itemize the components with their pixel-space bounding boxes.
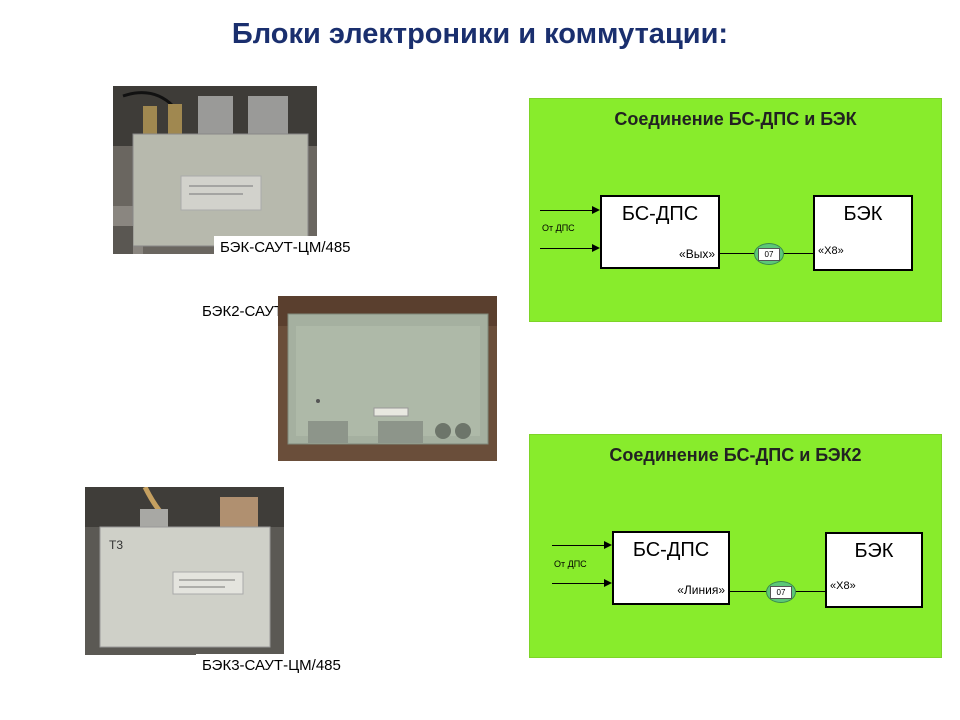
connector-07: 07 [754, 243, 784, 265]
bek3-unit-image: Т3 [85, 487, 284, 655]
source-label: От ДПС [554, 559, 587, 569]
caption-bek3: БЭК3-САУТ-ЦМ/485 [196, 654, 347, 678]
unit-marking: Т3 [109, 538, 123, 552]
bs-dps-port: «Линия» [677, 583, 725, 597]
photo-bek2 [278, 296, 497, 461]
input-line-2 [552, 583, 608, 584]
connector-label: 07 [770, 586, 792, 599]
bek-port: «X8» [818, 245, 844, 257]
bek-box: БЭК «X8» [825, 532, 923, 608]
caption-bek: БЭК-САУТ-ЦМ/485 [214, 236, 357, 260]
bek-box: БЭК «X8» [813, 195, 913, 271]
panel-title: Соединение БС-ДПС и БЭК2 [609, 445, 862, 465]
input-arrow-1-icon [592, 206, 600, 214]
bek-port: «X8» [830, 580, 856, 592]
photo-bek3: Т3 [85, 487, 284, 655]
input-arrow-1-icon [604, 541, 612, 549]
bs-dps-port: «Вых» [679, 247, 715, 261]
connector-07: 07 [766, 581, 796, 603]
bek-title: БЭК [843, 203, 883, 225]
source-label: От ДПС [542, 223, 575, 233]
bek-unit-image [113, 86, 317, 254]
connection-panel-bek2: Соединение БС-ДПС и БЭК2 От ДПС БС-ДПС «… [529, 434, 942, 658]
input-line-1 [540, 210, 596, 211]
input-arrow-2-icon [604, 579, 612, 587]
connector-label: 07 [758, 248, 780, 261]
page-title: Блоки электроники и коммутации: [231, 18, 729, 50]
bek-title: БЭК [854, 540, 894, 562]
bs-dps-title: БС-ДПС [621, 203, 699, 225]
input-arrow-2-icon [592, 244, 600, 252]
bs-dps-title: БС-ДПС [632, 539, 710, 561]
photo-bek [113, 86, 317, 254]
input-line-1 [552, 545, 608, 546]
panel-title: Соединение БС-ДПС и БЭК [614, 109, 857, 129]
input-line-2 [540, 248, 596, 249]
bek2-unit-image [278, 296, 497, 461]
connection-panel-bek: Соединение БС-ДПС и БЭК От ДПС БС-ДПС «В… [529, 98, 942, 322]
bs-dps-box: БС-ДПС «Вых» [600, 195, 720, 269]
bs-dps-box: БС-ДПС «Линия» [612, 531, 730, 605]
